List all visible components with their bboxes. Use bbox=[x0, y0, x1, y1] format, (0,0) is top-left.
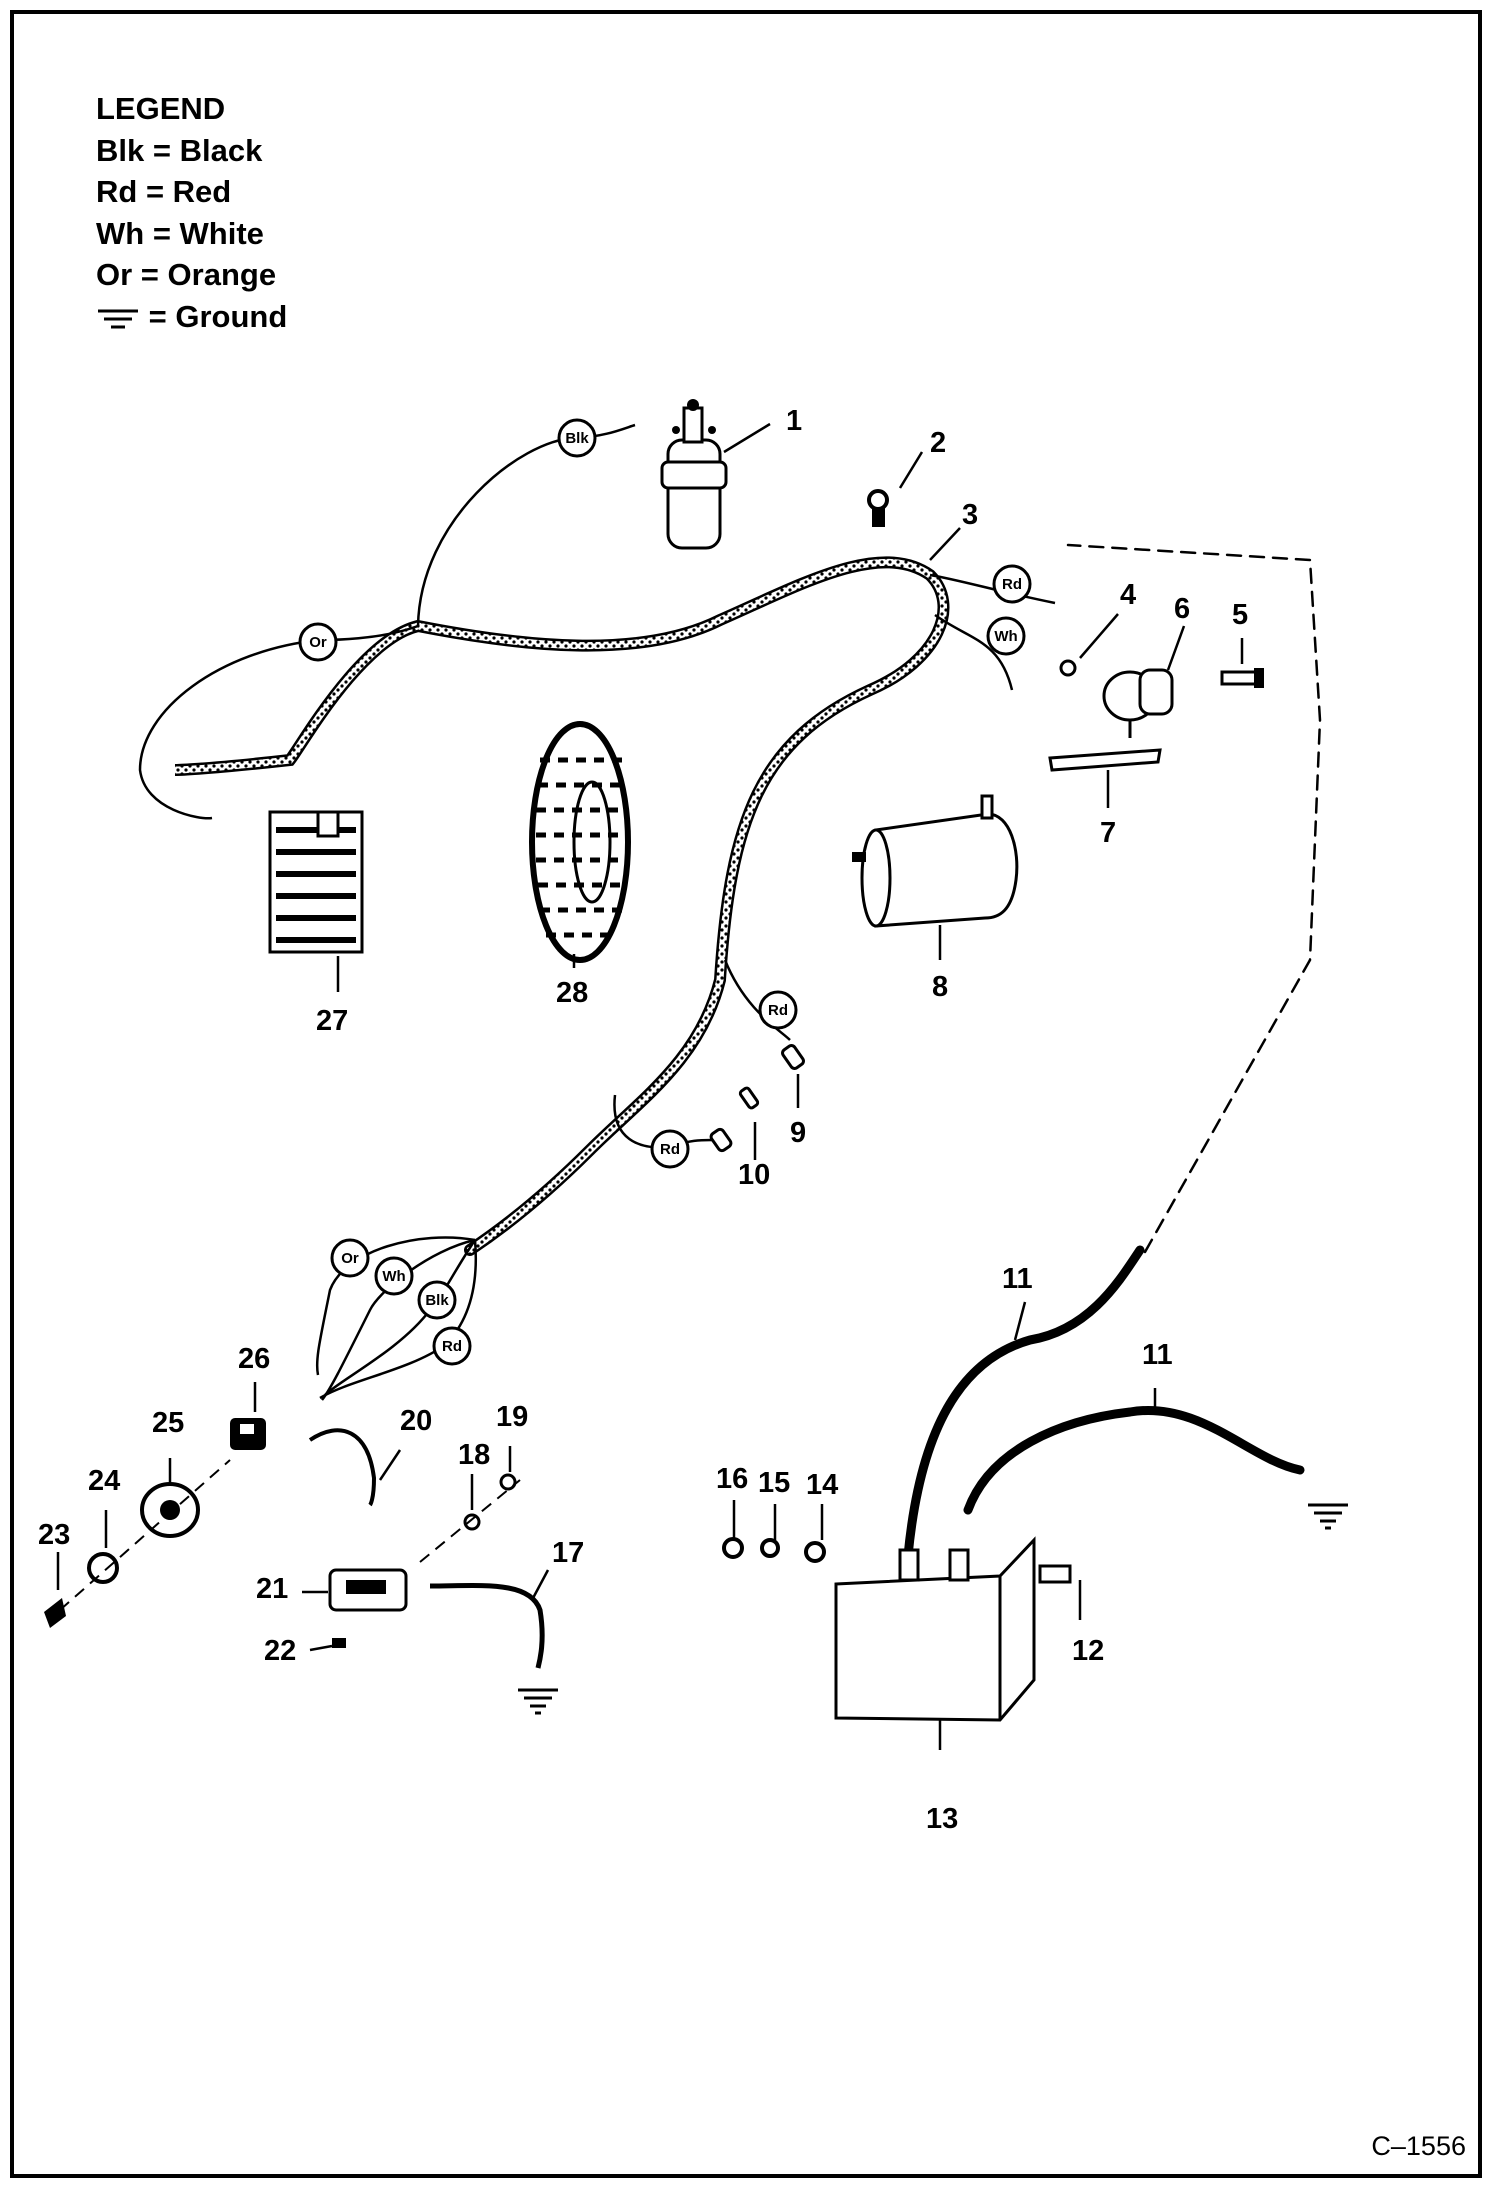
callout-21: 21 bbox=[256, 1573, 288, 1605]
callout-13: 13 bbox=[926, 1803, 958, 1835]
svg-text:Wh: Wh bbox=[994, 628, 1017, 645]
ground-icon bbox=[516, 1688, 560, 1715]
starter-motor bbox=[852, 794, 1019, 928]
callout-9: 9 bbox=[790, 1117, 806, 1149]
solenoid-bracket bbox=[1048, 748, 1162, 772]
svg-text:Or: Or bbox=[341, 1250, 359, 1267]
callout-16: 16 bbox=[716, 1463, 748, 1495]
callout-28: 28 bbox=[556, 977, 588, 1009]
ground-icon bbox=[98, 309, 138, 329]
callout-2: 2 bbox=[930, 427, 946, 459]
svg-text:Rd: Rd bbox=[660, 1141, 680, 1158]
svg-text:Rd: Rd bbox=[768, 1002, 788, 1019]
voltage-regulator bbox=[268, 810, 364, 954]
key-switch-assembly bbox=[44, 1418, 266, 1628]
tag-wh-solenoid: Wh bbox=[986, 616, 1026, 656]
svg-text:Blk: Blk bbox=[425, 1292, 449, 1309]
callout-11a: 11 bbox=[1002, 1263, 1033, 1295]
legend-item-ground: = Ground bbox=[96, 296, 287, 338]
callout-27: 27 bbox=[316, 1005, 348, 1037]
callout-26: 26 bbox=[238, 1343, 270, 1375]
ignition-coil bbox=[660, 399, 728, 550]
legend-item-black: Blk = Black bbox=[96, 132, 263, 168]
callouts bbox=[56, 422, 1244, 1750]
callout-6: 6 bbox=[1174, 593, 1190, 625]
main-harness bbox=[174, 556, 950, 1256]
callout-19: 19 bbox=[496, 1401, 528, 1433]
callout-15: 15 bbox=[758, 1467, 790, 1499]
tag-or-switch: Or bbox=[330, 1238, 370, 1278]
svg-text:Wh: Wh bbox=[382, 1268, 405, 1285]
tag-wh-switch: Wh bbox=[374, 1256, 414, 1296]
wire-tags: Blk Or Rd Wh Rd Rd Or Wh Blk Rd bbox=[298, 418, 1032, 1366]
tag-rd-fuse-lower: Rd bbox=[650, 1129, 690, 1169]
callout-12: 12 bbox=[1072, 1635, 1104, 1667]
fuse-holder-parts bbox=[709, 1044, 805, 1153]
svg-text:Or: Or bbox=[309, 634, 327, 651]
callout-25: 25 bbox=[152, 1407, 184, 1439]
ignition-module bbox=[308, 1428, 521, 1648]
callout-labels: 1 2 3 4 5 6 7 8 9 10 11 11 12 13 14 15 1… bbox=[38, 405, 1248, 1835]
legend-item-white: Wh = White bbox=[96, 215, 264, 251]
callout-4: 4 bbox=[1120, 579, 1136, 611]
legend-item-orange: Or = Orange bbox=[96, 257, 277, 292]
callout-14: 14 bbox=[806, 1469, 838, 1501]
tag-rd-fuse-upper: Rd bbox=[758, 990, 798, 1030]
drawing-frame bbox=[10, 10, 1482, 2178]
legend-title: LEGEND bbox=[96, 91, 226, 126]
tag-blk-coil: Blk bbox=[557, 418, 597, 458]
svg-text:Rd: Rd bbox=[1002, 576, 1022, 593]
battery-cables bbox=[903, 543, 1322, 1561]
tag-or-stator: Or bbox=[298, 622, 338, 662]
starter-solenoid bbox=[1059, 659, 1264, 738]
callout-24: 24 bbox=[88, 1465, 120, 1497]
callout-11b: 11 bbox=[1142, 1339, 1173, 1371]
callout-7: 7 bbox=[1100, 817, 1116, 849]
battery bbox=[834, 1536, 1072, 1722]
tag-rd-solenoid: Rd bbox=[992, 564, 1032, 604]
tag-blk-switch: Blk bbox=[417, 1280, 457, 1320]
callout-10: 10 bbox=[738, 1159, 770, 1191]
callout-1: 1 bbox=[786, 405, 802, 437]
callout-8: 8 bbox=[932, 971, 948, 1003]
callout-18: 18 bbox=[458, 1439, 490, 1471]
callout-5: 5 bbox=[1232, 599, 1248, 631]
ground-wire bbox=[429, 1583, 545, 1669]
svg-text:Blk: Blk bbox=[565, 430, 589, 447]
callout-23: 23 bbox=[38, 1519, 70, 1551]
callout-17: 17 bbox=[552, 1537, 584, 1569]
terminal-hardware bbox=[722, 1537, 826, 1563]
tag-rd-switch: Rd bbox=[432, 1326, 472, 1366]
ring-terminal bbox=[867, 489, 889, 527]
callout-22: 22 bbox=[264, 1635, 296, 1667]
drawing-code: C–1556 bbox=[1371, 2131, 1466, 2161]
callout-20: 20 bbox=[400, 1405, 432, 1437]
legend: LEGEND Blk = Black Rd = Red Wh = White O… bbox=[96, 88, 287, 337]
svg-text:Rd: Rd bbox=[442, 1338, 462, 1355]
callout-3: 3 bbox=[962, 499, 978, 531]
stator bbox=[529, 721, 631, 963]
ground-icon bbox=[1306, 1503, 1350, 1530]
legend-item-red: Rd = Red bbox=[96, 174, 232, 209]
